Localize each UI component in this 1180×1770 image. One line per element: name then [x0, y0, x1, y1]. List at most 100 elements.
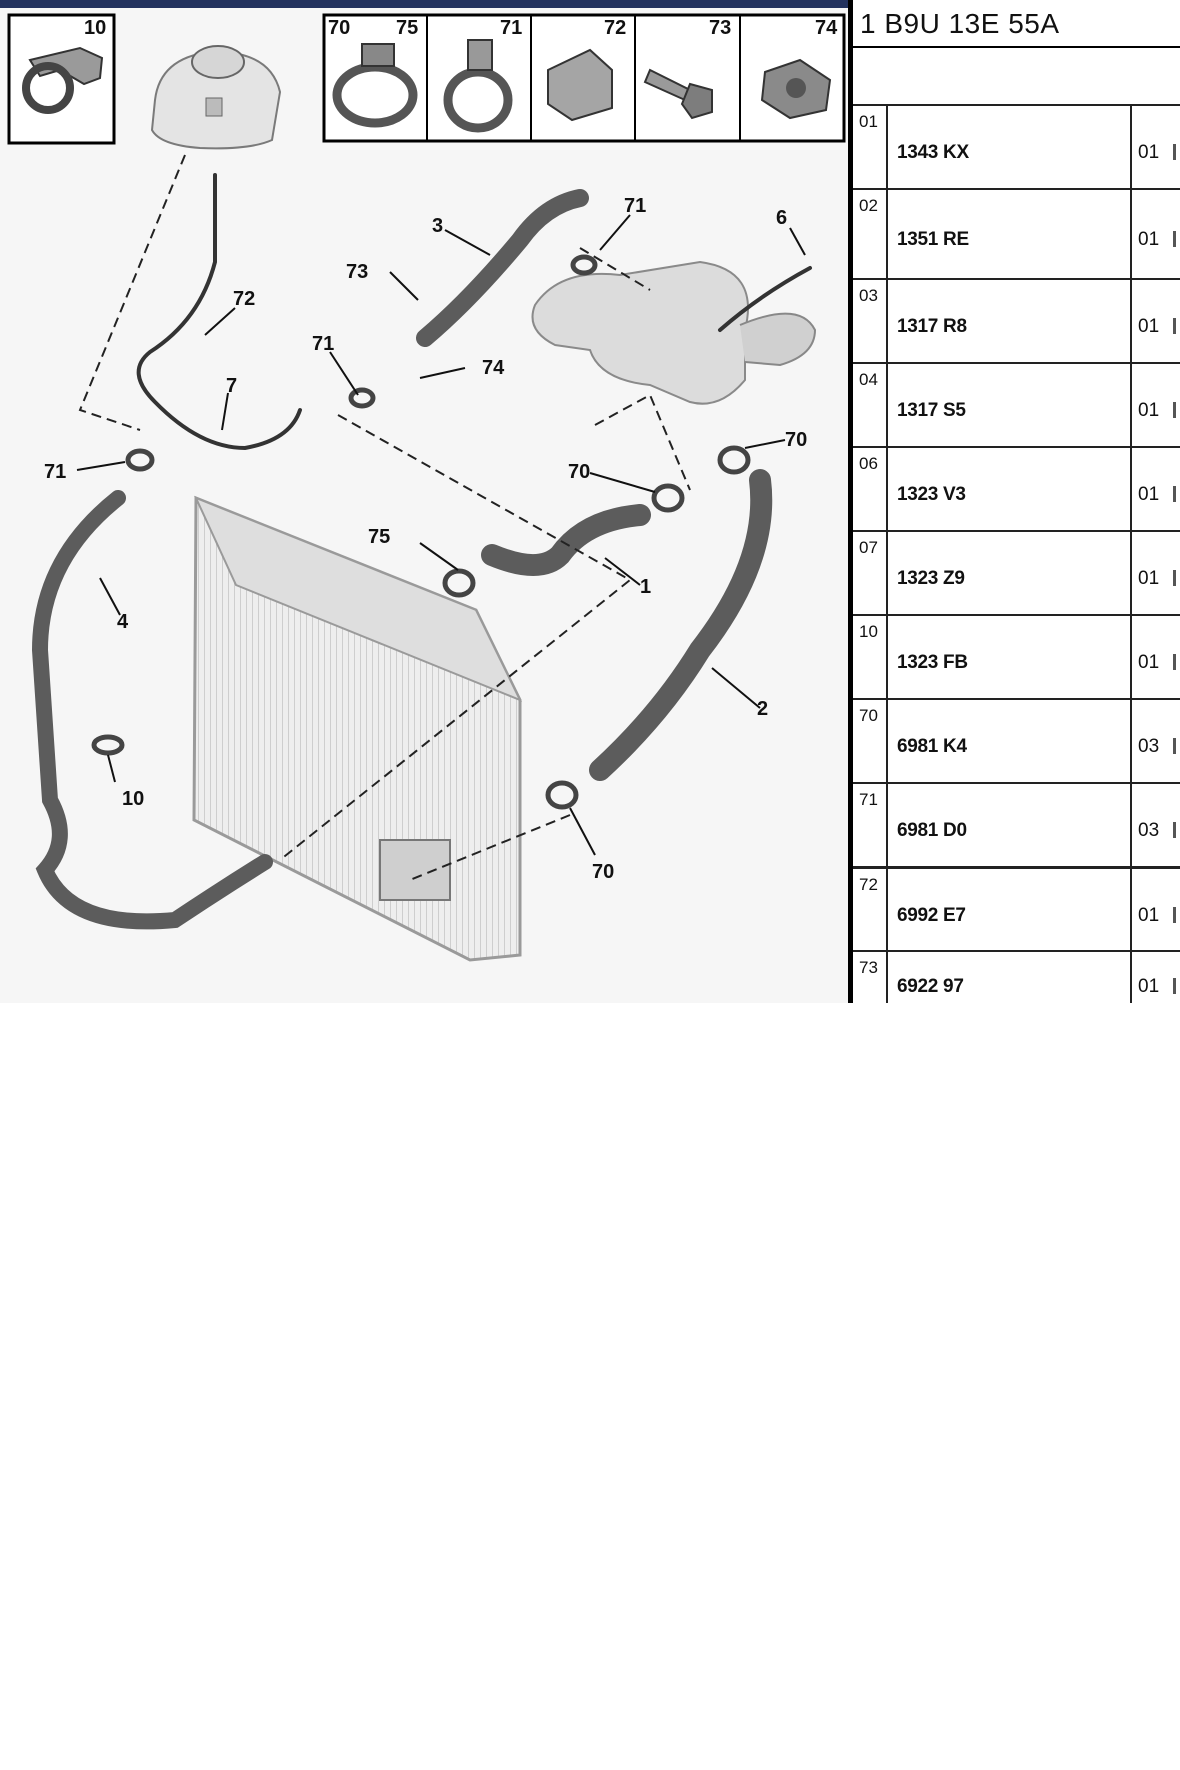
part-number: 1323 FB	[897, 652, 968, 673]
hoses	[31, 173, 812, 930]
callout-4: 4	[117, 611, 129, 633]
callout-70-c: 70	[592, 861, 614, 883]
row-index: 10	[859, 622, 878, 641]
inset-label-73: 73	[709, 17, 731, 39]
inset-strip-70-75	[322, 13, 846, 143]
hose-4	[31, 490, 273, 930]
callout-7: 7	[226, 375, 237, 397]
part-quantity: 01	[1138, 400, 1160, 421]
part-number: 1343 KX	[897, 142, 969, 163]
truncated-column-edge	[1173, 654, 1176, 670]
hose-7	[136, 173, 302, 451]
part-quantity: 03	[1138, 820, 1160, 841]
truncated-column-edge	[1173, 486, 1176, 502]
part-quantity: 01	[1138, 484, 1160, 505]
diagram-clamps	[91, 254, 751, 810]
part-number: 6922 97	[897, 976, 964, 997]
inset-label-74: 74	[815, 17, 838, 39]
part-quantity: 01	[1138, 905, 1160, 926]
truncated-column-edge	[1173, 570, 1176, 586]
callout-2: 2	[757, 698, 768, 720]
inset-label-71: 71	[500, 17, 522, 39]
diagram-canvas	[7, 13, 846, 962]
sensor-6-lead	[718, 266, 812, 332]
inset-label-70: 70	[328, 17, 350, 39]
callout-1: 1	[640, 576, 651, 598]
inset-label-72: 72	[604, 17, 626, 39]
callout-75: 75	[368, 526, 390, 548]
row-index: 70	[859, 706, 878, 725]
radiator	[192, 495, 523, 962]
expansion-tank	[150, 45, 282, 150]
cooling-system-diagram: 10 70 75 71 72 73 74 1 2 3 4 6 7 10 70 7…	[0, 0, 848, 1003]
row-index: 03	[859, 286, 878, 305]
row-index: 72	[859, 875, 878, 894]
part-number: 1317 S5	[897, 400, 966, 421]
header-line	[853, 46, 1180, 48]
row-divider	[1130, 532, 1132, 616]
row-index: 71	[859, 790, 878, 809]
row-divider	[886, 700, 888, 784]
row-divider	[1130, 700, 1132, 784]
callout-71-c: 71	[624, 195, 646, 217]
row-divider	[886, 616, 888, 700]
row-divider	[886, 448, 888, 532]
row-divider	[886, 364, 888, 448]
diagram-top-bar	[0, 0, 848, 8]
callout-71-a: 71	[44, 461, 66, 483]
row-divider	[1130, 364, 1132, 448]
row-divider	[1130, 190, 1132, 280]
row-index: 04	[859, 370, 878, 389]
part-number: 6992 E7	[897, 905, 966, 926]
row-divider	[886, 784, 888, 868]
row-divider	[1130, 952, 1132, 1003]
callout-layer: 10 70 75 71 72 73 74 1 2 3 4 6 7 10 70 7…	[44, 17, 838, 883]
table-row: 10 1323 FB 01	[853, 614, 1180, 700]
part-number: 1317 R8	[897, 316, 967, 337]
truncated-column-edge	[1173, 907, 1176, 923]
table-row: 03 1317 R8 01	[853, 278, 1180, 364]
row-divider	[1130, 448, 1132, 532]
row-index: 02	[859, 196, 878, 215]
part-quantity: 01	[1138, 568, 1160, 589]
thermostat-housing	[531, 260, 817, 405]
inset-box-10	[7, 13, 116, 145]
row-index: 06	[859, 454, 878, 473]
truncated-column-edge	[1173, 738, 1176, 754]
routing-lines	[78, 154, 691, 881]
part-quantity: 01	[1138, 229, 1160, 250]
callout-6: 6	[776, 207, 787, 229]
row-divider	[886, 952, 888, 1003]
truncated-column-edge	[1173, 318, 1176, 334]
callout-10: 10	[122, 788, 144, 810]
row-divider	[886, 190, 888, 280]
row-divider	[1130, 869, 1132, 953]
row-divider	[1130, 784, 1132, 868]
part-quantity: 01	[1138, 316, 1160, 337]
row-index: 73	[859, 958, 878, 977]
inset-label-10: 10	[84, 17, 106, 39]
leader-lines	[76, 214, 806, 856]
callout-71-b: 71	[312, 333, 334, 355]
row-divider	[886, 280, 888, 364]
part-number: 6981 K4	[897, 736, 967, 757]
part-quantity: 01	[1138, 652, 1160, 673]
callout-72: 72	[233, 288, 255, 310]
table-row: 04 1317 S5 01	[853, 362, 1180, 448]
row-divider	[1130, 280, 1132, 364]
row-index: 07	[859, 538, 878, 557]
row-divider	[1130, 106, 1132, 190]
diagram-reference: 1 B9U 13E 55A	[860, 8, 1060, 39]
truncated-column-edge	[1173, 822, 1176, 838]
callout-73: 73	[346, 261, 368, 283]
part-quantity: 01	[1138, 976, 1160, 997]
table-row: 73 6922 97 01	[853, 950, 1180, 1003]
truncated-column-edge	[1173, 978, 1176, 994]
truncated-column-edge	[1173, 144, 1176, 160]
truncated-column-edge	[1173, 402, 1176, 418]
